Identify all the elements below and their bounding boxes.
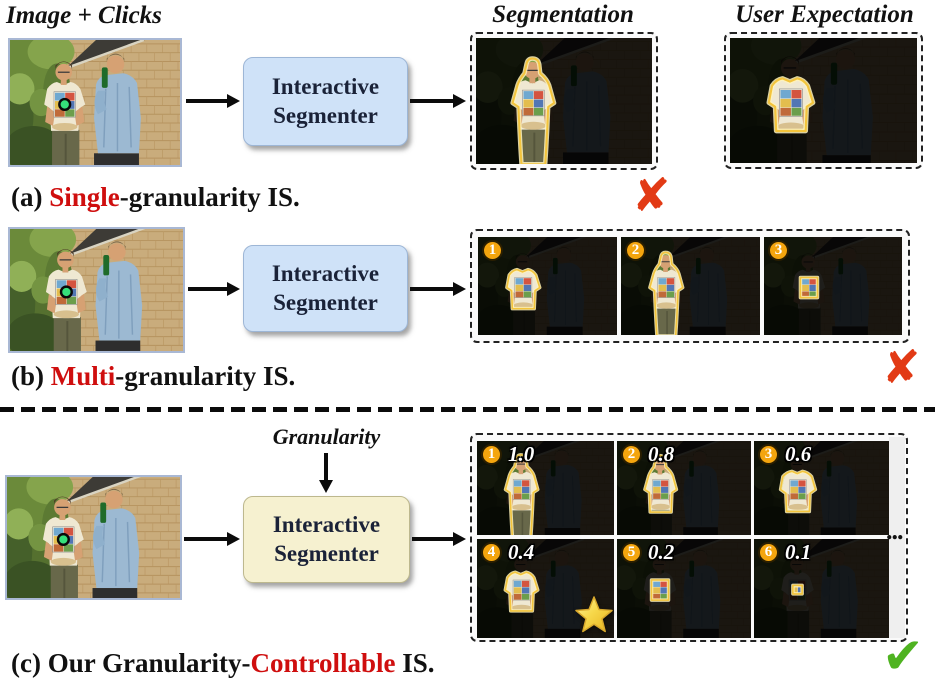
badge-c1: 1 [481,444,502,465]
badge-b3: 3 [768,240,789,261]
result-b1 [478,237,617,335]
granularity-grid-panel: 1 1.0 2 0.8 3 0.6 4 0.4 5 0.2 6 0.1 [470,433,908,642]
header-user-expectation: User Expectation [735,1,914,28]
segmenter-line1: Interactive [271,261,380,287]
arrow-a-out [410,99,454,103]
arrow-c-in [184,537,228,541]
header-granularity: Granularity [272,424,381,449]
result-b3 [764,237,902,335]
badge-b1: 1 [482,240,503,261]
grid-continuation-strip [889,437,905,638]
header-segmentation: Segmentation [492,1,634,28]
badge-c4: 4 [481,542,502,563]
caption-b-prefix: (b) [11,361,51,391]
segmenter-line1: Interactive [271,74,380,100]
caption-c-prefix: (c) Our Granularity- [11,648,251,678]
result-c2 [617,441,751,535]
granularity-value-c6: 0.1 [785,540,812,564]
segmenter-line1: Interactive [272,512,381,538]
interactive-segmenter-box-c: Interactive Segmenter [243,496,410,583]
interactive-segmenter-box-b: Interactive Segmenter [243,245,408,332]
input-image-c [5,475,182,600]
badge-c2: 2 [621,444,642,465]
caption-b: (b) Multi-granularity IS. [11,361,295,392]
user-expectation-panel [724,32,923,169]
caption-a-highlight: Single [49,182,120,212]
success-check-icon: ✔ [882,627,924,683]
interactive-segmenter-box-a: Interactive Segmenter [243,57,408,146]
caption-a-suffix: -granularity IS. [119,182,300,212]
result-c1 [477,441,614,535]
caption-c-suffix: IS. [395,648,435,678]
caption-c-highlight: Controllable [250,648,396,678]
arrow-c-out [412,537,454,541]
multi-granularity-results-panel: 1 2 3 [470,229,910,343]
arrow-a-in [186,99,228,103]
segmenter-line2: Segmenter [274,540,379,566]
badge-c6: 6 [758,542,779,563]
caption-a-prefix: (a) [11,182,50,212]
segmentation-result-image [476,38,652,164]
input-image-a [8,38,182,167]
caption-a: (a) Single-granularity IS. [11,182,300,213]
caption-c: (c) Our Granularity-Controllable IS. [11,648,435,679]
badge-b2: 2 [625,240,646,261]
arrow-b-out [410,287,454,291]
caption-b-suffix: -granularity IS. [115,361,296,391]
more-granularities-ellipsis: ... [886,516,903,545]
arrow-b-in [188,287,228,291]
granularity-value-c3: 0.6 [785,442,812,466]
arrow-granularity-down [324,453,328,481]
caption-b-highlight: Multi [50,361,116,391]
failure-cross-icon-b: ✘ [882,340,921,394]
badge-c3: 3 [758,444,779,465]
badge-c5: 5 [621,542,642,563]
granularity-value-c4: 0.4 [508,540,535,564]
granularity-value-c2: 0.8 [648,442,675,466]
user-expectation-image [730,38,917,163]
input-image-b [8,227,185,353]
failure-cross-icon-a: ✘ [632,168,671,222]
header-image-clicks: Image + Clicks [6,2,162,29]
best-result-star-icon [575,596,613,633]
segmenter-line2: Segmenter [273,102,378,128]
granularity-value-c5: 0.2 [648,540,675,564]
segmenter-line2: Segmenter [273,289,378,315]
dashed-separator [0,407,935,412]
segmentation-result-panel [470,32,658,170]
granularity-value-c1: 1.0 [508,442,535,466]
